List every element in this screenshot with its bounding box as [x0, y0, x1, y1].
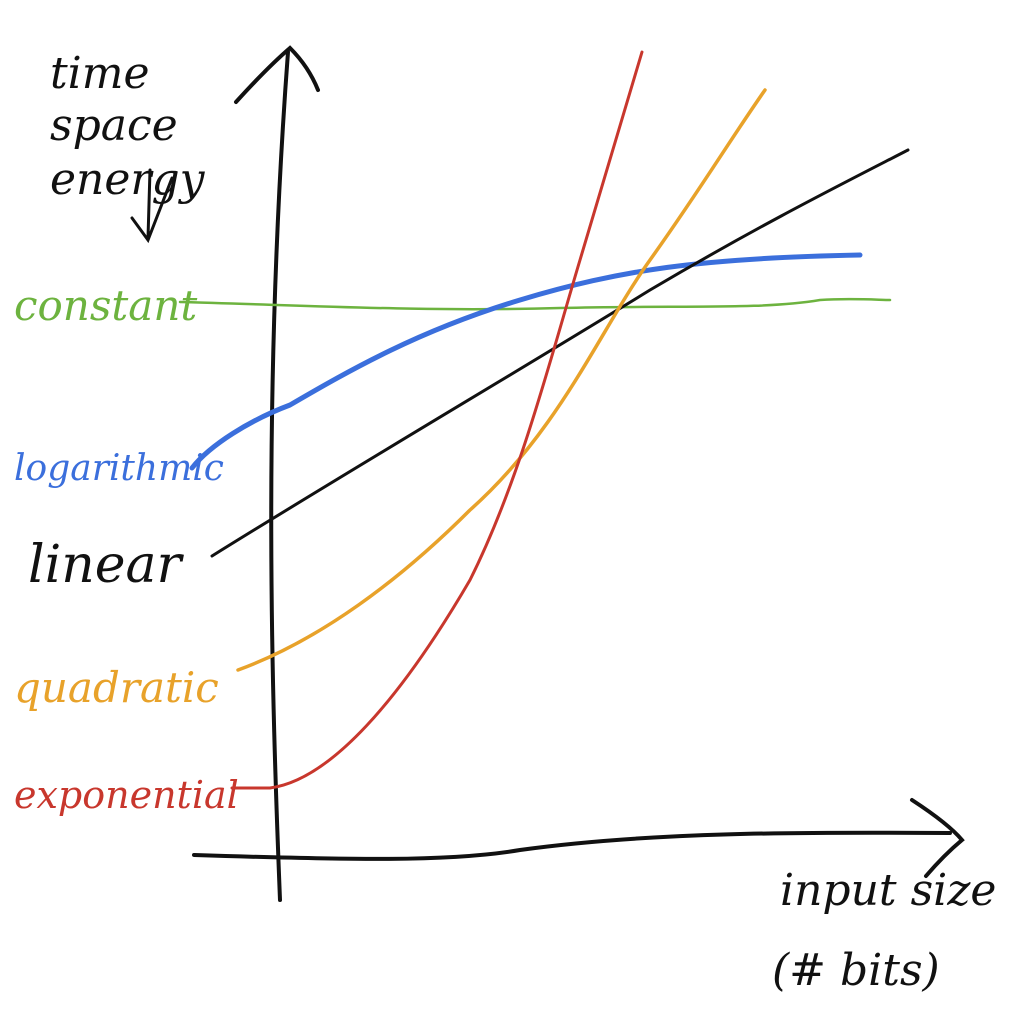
curves [178, 50, 910, 790]
x-axis-line [192, 830, 952, 861]
exponential-label: exponential [14, 773, 239, 817]
y-axis [234, 45, 320, 902]
curve-labels: constant logarithmic linear quadratic ex… [14, 281, 239, 817]
x-axis [192, 798, 965, 878]
constant-label: constant [14, 281, 197, 330]
x-axis-label-line-2: (# bits) [772, 945, 940, 996]
y-axis-line [269, 50, 290, 902]
x-axis-label-line-1: input size [780, 865, 996, 916]
x-axis-label: input size (# bits) [772, 865, 996, 996]
logarithmic-label: logarithmic [14, 448, 224, 489]
y-axis-arrowhead-icon [234, 45, 320, 104]
y-axis-label-line-1: time [50, 48, 150, 99]
linear-label: linear [28, 535, 185, 595]
quadratic-label: quadratic [14, 663, 219, 712]
logarithmic-curve [189, 252, 863, 471]
constant-curve [178, 297, 892, 311]
down-arrow-icon [130, 168, 174, 244]
y-axis-label-line-2: space [50, 100, 178, 151]
y-axis-label: time space energy [50, 48, 206, 244]
quadratic-curve [236, 88, 767, 672]
x-axis-arrowhead-icon [910, 798, 965, 878]
y-axis-label-line-3: energy [50, 154, 206, 205]
linear-curve [210, 148, 910, 558]
exponential-curve [230, 50, 644, 790]
